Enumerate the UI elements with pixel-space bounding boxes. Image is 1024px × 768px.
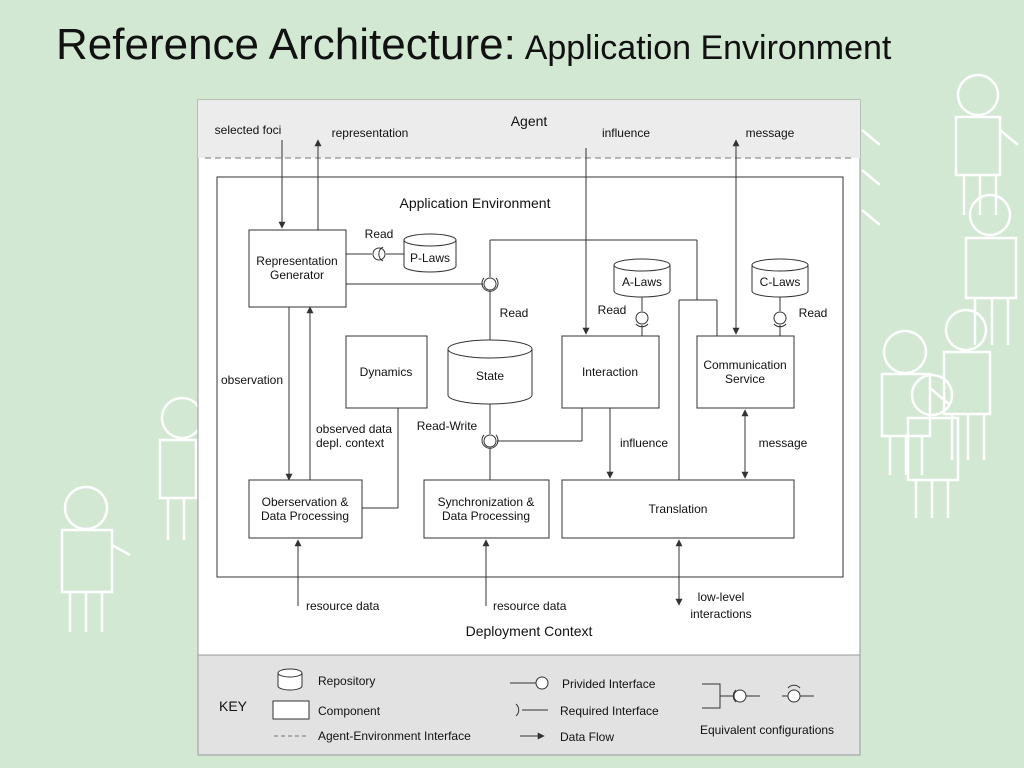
- required-interface-key-icon: [515, 703, 548, 717]
- read-write-label: Read-Write: [417, 419, 478, 433]
- key-data-flow-label: Data Flow: [560, 730, 614, 744]
- sync-processing-label-1: Synchronization &: [438, 495, 535, 509]
- representation-generator-label-1: Representation: [256, 254, 337, 268]
- representation-generator-label-2: Generator: [270, 268, 324, 282]
- observed-data-label-1: observed data: [316, 422, 392, 436]
- figure-icon: [906, 373, 960, 518]
- figure-icon: [880, 329, 951, 475]
- observation-processing-component: [248, 479, 363, 539]
- read-state-label: Read: [500, 306, 529, 320]
- selected-foci-label: selected foci: [215, 123, 282, 137]
- key-repository-label: Repository: [318, 674, 375, 688]
- read-c-label: Read: [799, 306, 828, 320]
- low-level-label-1: low-level: [698, 590, 745, 604]
- key-title: KEY: [219, 698, 248, 714]
- agent-band: [198, 100, 860, 158]
- repository-key-icon: [277, 668, 303, 691]
- sync-processing-label-2: Data Processing: [442, 509, 530, 523]
- read-a-label: Read: [598, 303, 627, 317]
- figure-icon: [861, 129, 881, 226]
- communication-service-component: [696, 335, 795, 409]
- observed-data-label-2: depl. context: [316, 436, 385, 450]
- title-sub: Application Environment: [524, 29, 892, 67]
- figure-icon: [964, 193, 1018, 345]
- read-p-label: Read: [365, 227, 394, 241]
- influence-top-label: influence: [602, 126, 650, 140]
- key-component-label: Component: [318, 704, 381, 718]
- c-laws-label: C-Laws: [760, 275, 801, 289]
- resource-data-label-1: resource data: [306, 599, 380, 613]
- agent-label: Agent: [511, 113, 548, 129]
- p-laws-label: P-Laws: [410, 251, 450, 265]
- c-laws-repository: C-Laws: [751, 258, 809, 298]
- key-provided-label: Privided Interface: [562, 677, 656, 691]
- influence-inner-label: influence: [620, 436, 668, 450]
- dynamics-label: Dynamics: [360, 365, 413, 379]
- resource-data-label-2: resource data: [493, 599, 567, 613]
- communication-service-label-2: Service: [725, 372, 765, 386]
- dynamics-component: [345, 335, 428, 409]
- slide-title: Reference Architecture: Application Envi…: [56, 20, 891, 70]
- a-laws-repository: A-Laws: [613, 258, 671, 298]
- provided-interface-icon: [483, 434, 497, 448]
- observation-processing-label-2: Data Processing: [261, 509, 349, 523]
- translation-label: Translation: [649, 502, 708, 516]
- component-key-icon: [272, 700, 310, 720]
- observation-processing-label-1: Oberservation &: [262, 495, 349, 509]
- title-main: Reference Architecture:: [56, 20, 516, 69]
- p-laws-repository: P-Laws: [403, 233, 457, 273]
- key-agent-env-label: Agent-Environment Interface: [318, 729, 471, 743]
- observation-label: observation: [221, 373, 283, 387]
- message-top-label: message: [746, 126, 795, 140]
- required-interface-icon: [378, 246, 384, 262]
- provided-interface-key-icon: [510, 676, 549, 690]
- sync-processing-component: [423, 479, 550, 539]
- figure-icon: [60, 485, 131, 632]
- deployment-context-label: Deployment Context: [466, 623, 593, 639]
- representation-label: representation: [332, 126, 409, 140]
- provided-interface-icon: [483, 277, 497, 291]
- low-level-label-2: interactions: [690, 607, 751, 621]
- communication-service-label-1: Communication: [703, 358, 786, 372]
- equivalent-config-key-icon: [702, 683, 814, 709]
- state-label: State: [476, 369, 504, 383]
- interaction-component: [561, 335, 660, 409]
- state-repository: State: [447, 339, 533, 405]
- representation-generator-component: [248, 229, 347, 308]
- figure-icon: [158, 396, 204, 540]
- a-laws-label: A-Laws: [622, 275, 662, 289]
- key-required-label: Required Interface: [560, 704, 659, 718]
- key-equivalent-label: Equivalent configurations: [700, 723, 834, 737]
- provided-interface-icon: [635, 311, 649, 325]
- figure-icon: [942, 308, 992, 460]
- env-label: Application Environment: [400, 195, 551, 211]
- translation-component: [561, 479, 795, 539]
- message-inner-label: message: [759, 436, 808, 450]
- provided-interface-icon: [773, 311, 787, 325]
- interaction-label: Interaction: [582, 365, 638, 379]
